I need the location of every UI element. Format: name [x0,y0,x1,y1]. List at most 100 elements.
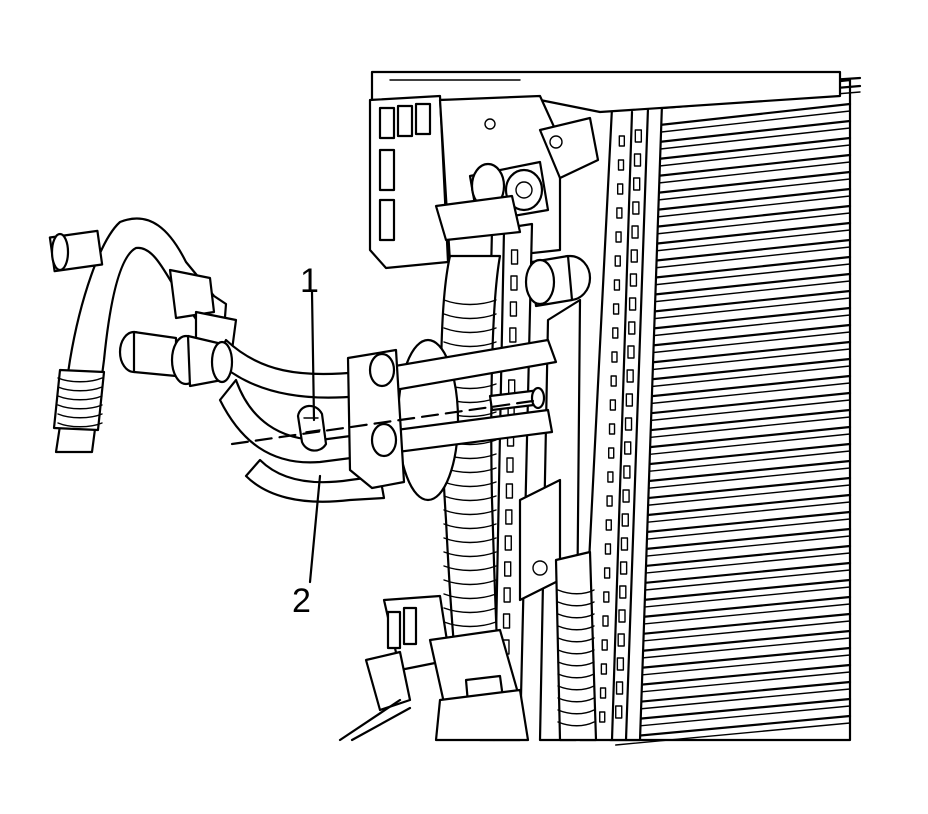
tank-slot [631,225,639,239]
ac-refrigerant-lines [48,217,558,503]
fin-line [646,153,852,179]
tank-slot [624,417,633,431]
tank-slot [617,159,625,171]
fin-line [618,612,852,638]
fin-line [636,323,852,349]
fin-line [641,280,851,304]
left-hose-rib [57,404,103,410]
tank-slot [615,681,624,695]
fin-line [617,688,851,712]
hose-rib [443,579,497,586]
bracket-slot [508,379,516,395]
tube-rib [557,649,595,655]
tank-slot [612,327,619,339]
tank-slot [607,471,614,483]
fin-line [621,620,851,644]
mount-bolt [434,160,550,242]
radiator-fins [612,102,852,746]
fin-line [621,561,852,587]
tank-slot [628,321,636,335]
tank-slot [623,465,631,479]
fin-line [644,187,852,213]
fin-line [639,272,852,298]
tank-slot [603,591,610,603]
bracket-slot [509,327,517,343]
fin-line [629,484,851,508]
tank-slot [618,609,626,623]
tank-slot [603,567,611,579]
fin-line [626,535,851,559]
tank-slot [604,543,612,555]
fin-line [618,671,851,695]
fin-line [648,119,852,145]
bracket-slot [503,561,512,577]
hose-rib [443,327,497,334]
left-hose-ribs [57,377,103,428]
hose-rib [443,495,497,502]
tube-rib [557,721,595,727]
fin-line [613,697,852,723]
left-hose-rib [57,395,103,401]
tank-slot [601,639,608,651]
fin-line [649,102,852,128]
fin-line [624,569,851,593]
fin-line [642,263,851,287]
fin-line [644,229,851,253]
fin-line [628,501,851,525]
tank-slot [599,687,607,699]
tank-slot [626,369,634,383]
tank-slot [628,297,637,311]
tube-rib [557,589,595,595]
fin-line [634,399,851,423]
fin-line [635,382,851,406]
tube-rib [557,661,595,667]
fin-line [633,374,852,400]
tank-slot [614,255,621,267]
tank-slot [616,657,625,671]
fin-line [637,306,852,332]
fin-line [627,459,852,485]
tank-slot [606,495,613,507]
fin-line [623,586,851,610]
radiator-tank [578,102,664,742]
fin-line [633,416,851,440]
tank-slot [621,513,629,527]
fin-line [648,161,851,185]
fin-line [630,408,852,434]
fin-line [632,433,851,457]
bracket-slot [503,587,511,603]
hose-rib [443,341,497,348]
tank-slot [611,351,618,363]
left-hose-rib [57,413,103,419]
tank-slot [610,375,617,387]
fin-line [623,527,852,553]
tube-rib [557,685,595,691]
hose-rib [443,621,497,628]
tank-slot [612,303,620,315]
tube-rib [557,697,595,703]
tank-slot [616,207,623,219]
hose-rib [443,313,497,320]
callout-2-label: 2 [292,582,311,620]
tube-rib [557,637,595,643]
left-hose-rib [57,377,103,383]
tank-slot [633,153,642,167]
fin-line [616,646,852,672]
fin-line [629,425,852,451]
tank-slot [600,663,608,675]
fin-line [617,629,852,655]
fitting-port [524,254,592,308]
tank-slot [613,279,621,291]
lower-bracket [338,594,530,742]
fin-line [643,204,852,230]
fin-line [615,722,851,746]
fin-line [625,493,852,519]
hose-rib [443,607,497,614]
line-clamp [346,348,406,490]
bracket-slot [509,301,518,317]
tank-slot [609,399,617,411]
fin-line [642,221,852,247]
tube-rib [557,709,595,715]
tube-rib [557,601,595,607]
fin-line [646,195,851,219]
